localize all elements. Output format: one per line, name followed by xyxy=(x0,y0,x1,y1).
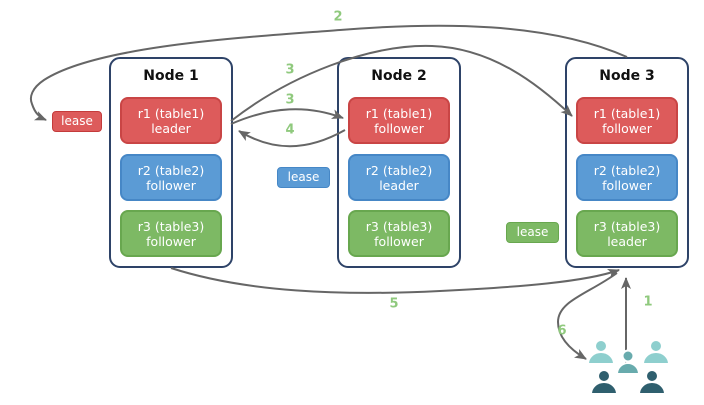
node3-replica-r1: r1 (table1) follower xyxy=(576,97,678,144)
replica-name: r2 (table2) xyxy=(137,162,205,178)
node1-replica-r3: r3 (table3) follower xyxy=(120,210,222,257)
node3-replica-r2: r2 (table2) follower xyxy=(576,154,678,201)
lease-badge-blue: lease xyxy=(277,167,330,188)
step-label-3b: 3 xyxy=(285,92,295,108)
arrow-step-5 xyxy=(170,267,620,294)
step-label-6: 6 xyxy=(557,323,567,339)
replica-role: follower xyxy=(146,233,196,249)
node-3-box: Node 3 r1 (table1) follower r2 (table2) … xyxy=(565,57,689,268)
step-label-2: 2 xyxy=(333,9,343,25)
node-1-box: Node 1 r1 (table1) leader r2 (table2) fo… xyxy=(109,57,233,268)
replica-name: r1 (table1) xyxy=(593,105,661,121)
step-label-5: 5 xyxy=(389,296,399,312)
replica-name: r1 (table1) xyxy=(137,105,205,121)
lease-badge-red: lease xyxy=(52,111,102,132)
replica-name: r3 (table3) xyxy=(137,218,205,234)
replica-role: leader xyxy=(379,177,419,193)
person-icon-back-left xyxy=(586,339,616,365)
person-icon-back-right xyxy=(641,339,671,365)
replica-role: follower xyxy=(602,177,652,193)
replica-name: r3 (table3) xyxy=(365,218,433,234)
node1-replica-r2: r2 (table2) follower xyxy=(120,154,222,201)
lease-badge-green: lease xyxy=(506,222,559,243)
step-label-3a: 3 xyxy=(285,62,295,78)
node1-replica-r1: r1 (table1) leader xyxy=(120,97,222,144)
replica-role: follower xyxy=(374,233,424,249)
node-3-title: Node 3 xyxy=(599,68,655,84)
arrow-step-6 xyxy=(556,272,618,360)
node-1-title: Node 1 xyxy=(143,68,199,84)
replica-name: r2 (table2) xyxy=(365,162,433,178)
node2-replica-r1: r1 (table1) follower xyxy=(348,97,450,144)
node2-replica-r3: r3 (table3) follower xyxy=(348,210,450,257)
person-icon-front-right xyxy=(637,369,667,395)
replica-role: follower xyxy=(146,177,196,193)
node-2-box: Node 2 r1 (table1) follower r2 (table2) … xyxy=(337,57,461,268)
replica-role: leader xyxy=(151,120,191,136)
replica-name: r2 (table2) xyxy=(593,162,661,178)
node2-replica-r2: r2 (table2) leader xyxy=(348,154,450,201)
step-label-1: 1 xyxy=(643,294,653,310)
replica-role: follower xyxy=(602,120,652,136)
replica-name: r3 (table3) xyxy=(593,218,661,234)
replica-name: r1 (table1) xyxy=(365,105,433,121)
step-label-4: 4 xyxy=(285,122,295,138)
node-2-title: Node 2 xyxy=(371,68,427,84)
replica-role: follower xyxy=(374,120,424,136)
replica-role: leader xyxy=(607,233,647,249)
person-icon-front-left xyxy=(589,369,619,395)
users-group-icon xyxy=(586,339,671,395)
node3-replica-r3: r3 (table3) leader xyxy=(576,210,678,257)
person-icon-middle xyxy=(615,349,641,375)
